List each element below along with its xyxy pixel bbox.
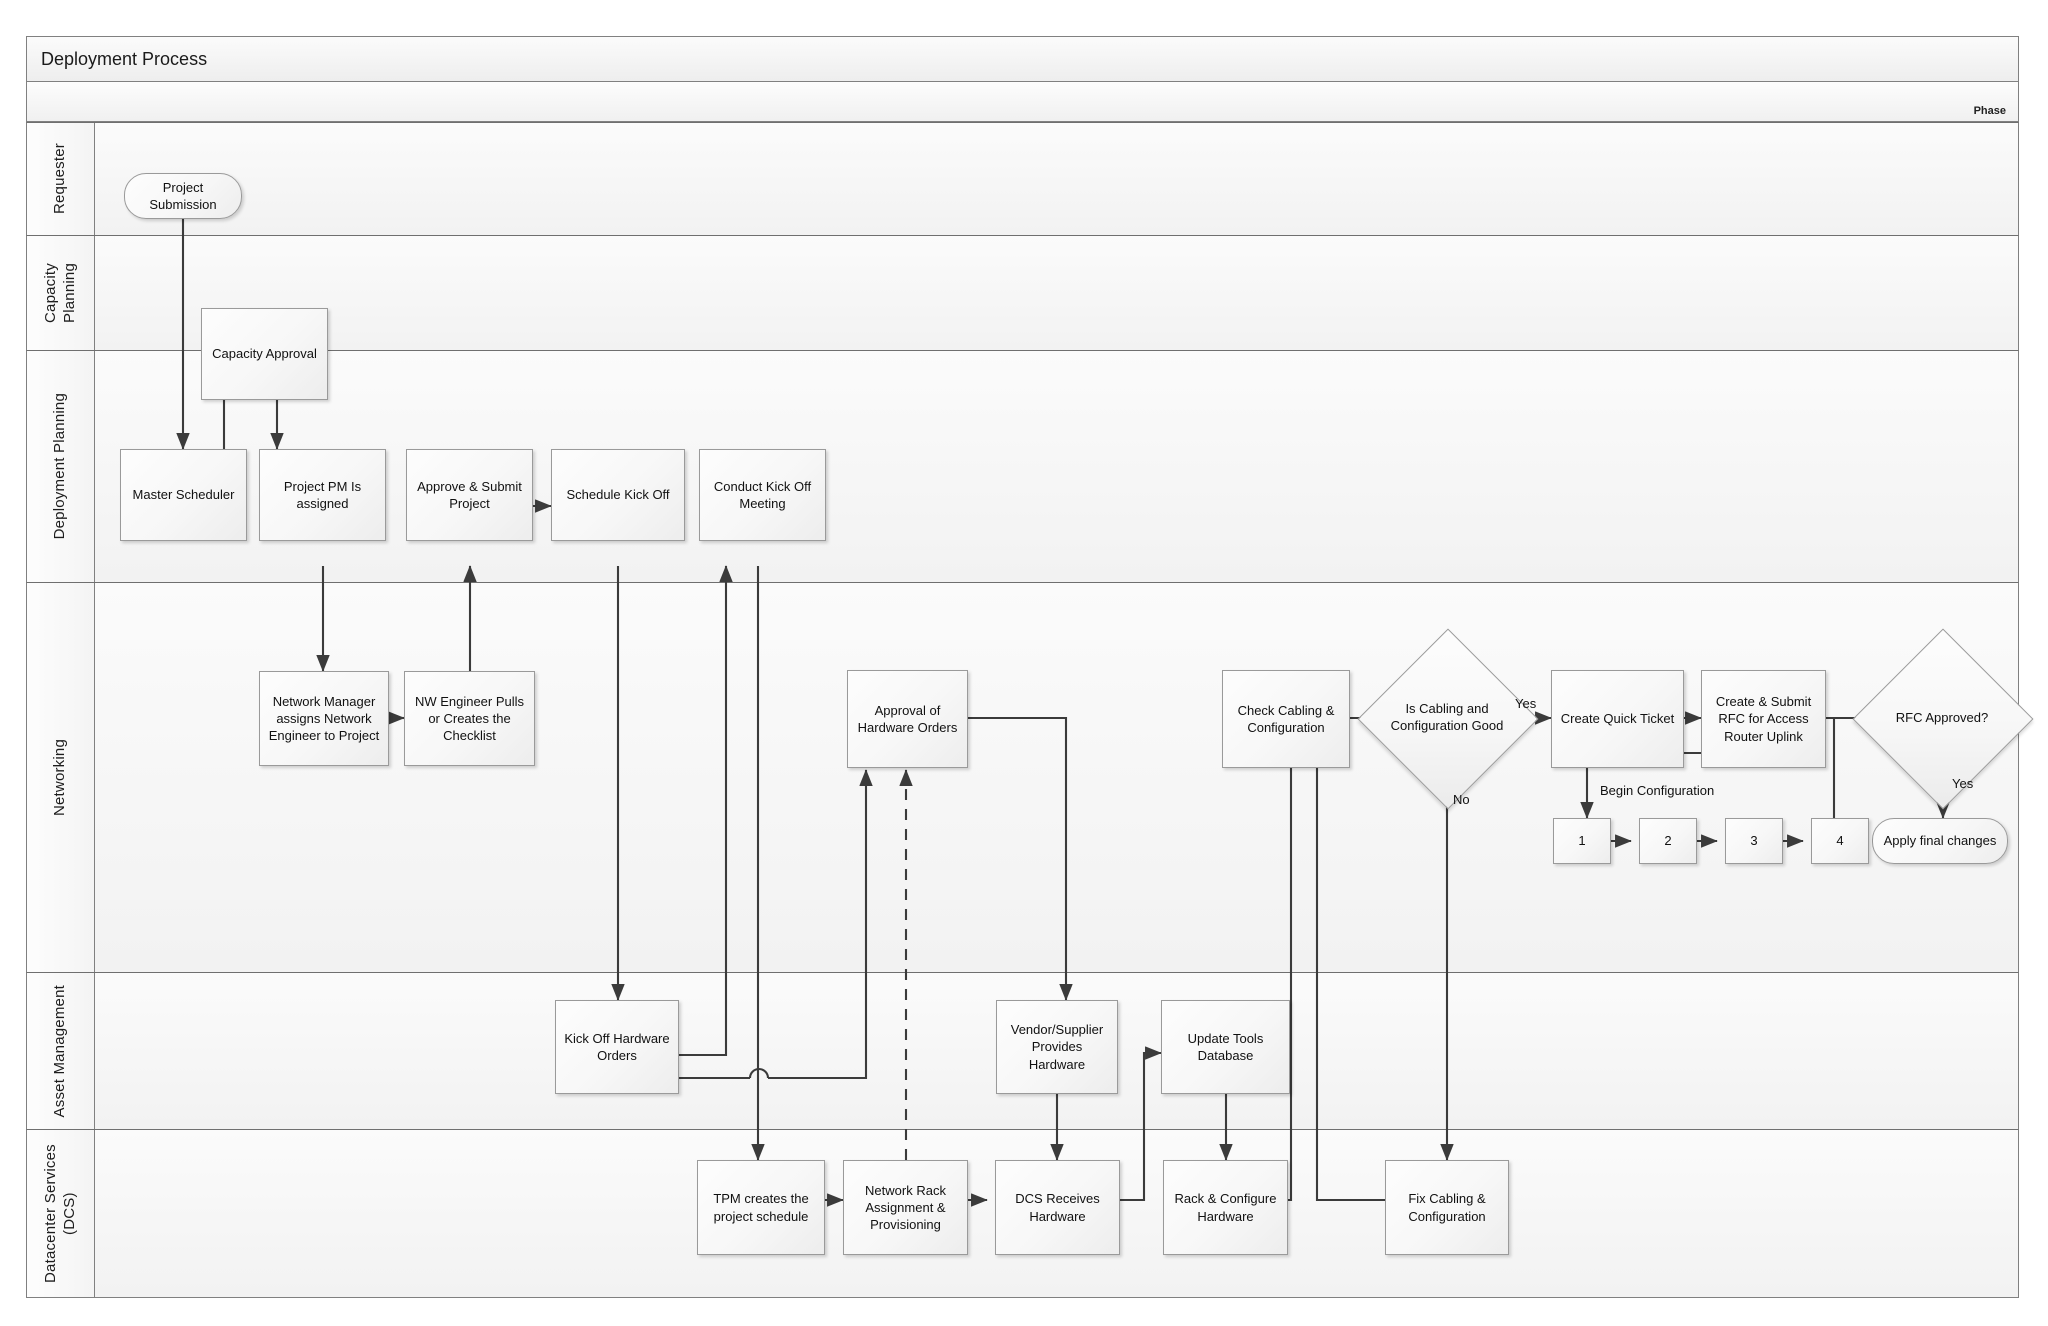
node-label: DCS Receives Hardware: [1015, 1191, 1100, 1224]
phase-band: Phase: [26, 82, 2019, 122]
lane-header-datacenter-services: Datacenter Services (DCS): [27, 1130, 95, 1297]
lane-header-networking: Networking: [27, 583, 95, 972]
lane-label-capacity-planning: Capacity Planning: [41, 263, 78, 323]
node-network-rack-assignment-provisioning[interactable]: Network Rack Assignment & Provisioning: [843, 1160, 968, 1255]
node-decision-rfc-approved[interactable]: RFC Approved?: [1852, 628, 2034, 810]
node-label: Apply final changes: [1883, 833, 1997, 849]
edge-label-begin-configuration: Begin Configuration: [1600, 783, 1715, 798]
node-capacity-approval[interactable]: Capacity Approval: [201, 308, 328, 400]
node-project-submission[interactable]: Project Submission: [124, 173, 242, 219]
node-label: Approve & Submit Project: [417, 478, 522, 511]
lane-label-requester: Requester: [51, 143, 69, 215]
lane-label-networking: Networking: [51, 738, 69, 817]
node-apply-final-changes[interactable]: Apply final changes: [1872, 818, 2008, 864]
node-project-pm-is-assigned[interactable]: Project PM Is assigned: [259, 449, 386, 541]
node-nw-engineer-pulls-checklist[interactable]: NW Engineer Pulls or Creates the Checkli…: [404, 671, 535, 766]
lane-header-capacity-planning: Capacity Planning: [27, 236, 95, 350]
edge-label-no-cabling: No: [1453, 792, 1470, 807]
node-label: Project Submission: [149, 179, 217, 212]
node-check-cabling-configuration[interactable]: Check Cabling & Configuration: [1222, 670, 1350, 768]
pool-title-text: Deployment Process: [41, 48, 208, 69]
node-label: Is Cabling and Configuration Good: [1384, 655, 1510, 781]
node-label: Network Manager assigns Network Engineer…: [268, 693, 380, 744]
node-config-step-4[interactable]: 4: [1811, 818, 1869, 864]
node-label: Vendor/Supplier Provides Hardware: [1010, 1022, 1104, 1072]
node-label: NW Engineer Pulls or Creates the Checkli…: [414, 693, 525, 744]
node-label: Check Cabling & Configuration: [1237, 702, 1335, 735]
node-config-step-1[interactable]: 1: [1553, 818, 1611, 864]
lane-datacenter-services: Datacenter Services (DCS): [26, 1129, 2019, 1298]
node-label: Conduct Kick Off Meeting: [713, 478, 812, 511]
node-schedule-kick-off[interactable]: Schedule Kick Off: [551, 449, 685, 541]
node-label: Create Quick Ticket: [1560, 711, 1675, 727]
node-tpm-creates-project-schedule[interactable]: TPM creates the project schedule: [697, 1160, 825, 1255]
node-kick-off-hardware-orders[interactable]: Kick Off Hardware Orders: [555, 1000, 679, 1094]
phase-label: Phase: [1973, 105, 2006, 117]
node-master-scheduler[interactable]: Master Scheduler: [120, 449, 247, 541]
pool-title: Deployment Process: [26, 36, 2019, 82]
node-label: TPM creates the project schedule: [713, 1191, 809, 1224]
lane-networking: Networking: [26, 582, 2019, 972]
node-label: RFC Approved?: [1879, 655, 2005, 781]
lane-header-deployment-planning: Deployment Planning: [27, 351, 95, 582]
lane-label-deployment-planning: Deployment Planning: [51, 393, 69, 540]
node-label: 4: [1836, 833, 1844, 849]
node-config-step-3[interactable]: 3: [1725, 818, 1783, 864]
decision-text: Is Cabling and Configuration Good: [1390, 701, 1504, 733]
node-fix-cabling-configuration[interactable]: Fix Cabling & Configuration: [1385, 1160, 1509, 1255]
lane-label-datacenter-services: Datacenter Services (DCS): [41, 1144, 78, 1283]
edge-label-yes-cabling: Yes: [1515, 696, 1537, 711]
node-config-step-2[interactable]: 2: [1639, 818, 1697, 864]
node-label: Approval of Hardware Orders: [857, 702, 958, 735]
node-label: Project PM Is assigned: [283, 478, 362, 511]
node-label: 1: [1578, 833, 1586, 849]
node-create-quick-ticket[interactable]: Create Quick Ticket: [1551, 670, 1684, 768]
lane-requester: Requester: [26, 122, 2019, 235]
node-approval-of-hardware-orders[interactable]: Approval of Hardware Orders: [847, 670, 968, 768]
node-vendor-supplier-provides-hardware[interactable]: Vendor/Supplier Provides Hardware: [996, 1000, 1118, 1094]
lane-header-asset-management: Asset Management: [27, 973, 95, 1129]
node-decision-is-cabling-config-good[interactable]: Is Cabling and Configuration Good: [1357, 628, 1539, 810]
node-label: Fix Cabling & Configuration: [1408, 1191, 1486, 1224]
lane-header-requester: Requester: [27, 123, 95, 235]
node-create-submit-rfc[interactable]: Create & Submit RFC for Access Router Up…: [1701, 670, 1826, 768]
node-label: 3: [1750, 833, 1758, 849]
node-approve-submit-project[interactable]: Approve & Submit Project: [406, 449, 533, 541]
node-label: Capacity Approval: [212, 346, 317, 362]
node-label: Rack & Configure Hardware: [1174, 1191, 1277, 1224]
lane-capacity-planning: Capacity Planning: [26, 235, 2019, 350]
node-rack-configure-hardware[interactable]: Rack & Configure Hardware: [1163, 1160, 1288, 1255]
node-label: Master Scheduler: [132, 487, 235, 503]
node-label: Kick Off Hardware Orders: [564, 1030, 670, 1063]
node-label: Schedule Kick Off: [566, 487, 670, 503]
node-dcs-receives-hardware[interactable]: DCS Receives Hardware: [995, 1160, 1120, 1255]
node-label: Update Tools Database: [1187, 1030, 1264, 1063]
lane-label-asset-management: Asset Management: [51, 984, 69, 1118]
node-label: Network Rack Assignment & Provisioning: [865, 1182, 946, 1233]
edge-label-yes-rfc: Yes: [1952, 776, 1974, 791]
node-update-tools-database[interactable]: Update Tools Database: [1161, 1000, 1290, 1094]
node-label: 2: [1664, 833, 1672, 849]
node-conduct-kick-off-meeting[interactable]: Conduct Kick Off Meeting: [699, 449, 826, 541]
node-label: Create & Submit RFC for Access Router Up…: [1715, 694, 1812, 744]
decision-text: RFC Approved?: [1895, 709, 1989, 725]
node-network-manager-assigns-engineer[interactable]: Network Manager assigns Network Engineer…: [259, 671, 389, 766]
